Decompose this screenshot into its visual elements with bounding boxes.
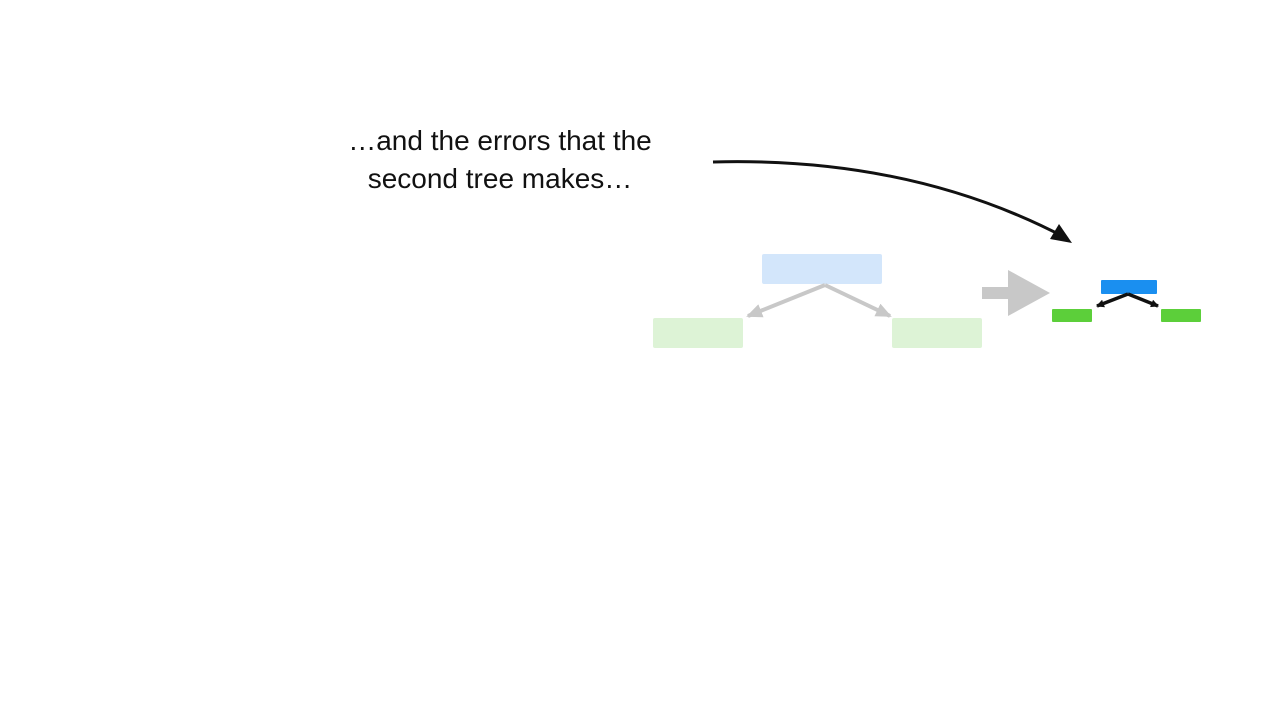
pointer-arrow (712, 160, 1067, 240)
faded-right-branch (824, 283, 892, 318)
pointer-arrowhead-icon (1050, 224, 1072, 243)
second-left-leaf (1052, 309, 1092, 322)
second-tree (1052, 280, 1201, 322)
second-right-branch (1127, 292, 1159, 308)
second-left-branch (1096, 292, 1129, 308)
annotation-line-1: …and the errors that the (348, 125, 652, 156)
second-root-node (1101, 280, 1157, 294)
annotation-text: …and the errors that the second tree mak… (300, 122, 700, 198)
faded-tree (653, 254, 982, 348)
faded-left-branch (746, 283, 826, 318)
faded-left-leaf (653, 318, 743, 348)
second-right-leaf (1161, 309, 1201, 322)
faded-root-node (762, 254, 882, 284)
faded-right-leaf (892, 318, 982, 348)
annotation-line-2: second tree makes… (367, 163, 633, 194)
transition-arrow-icon (982, 270, 1050, 316)
